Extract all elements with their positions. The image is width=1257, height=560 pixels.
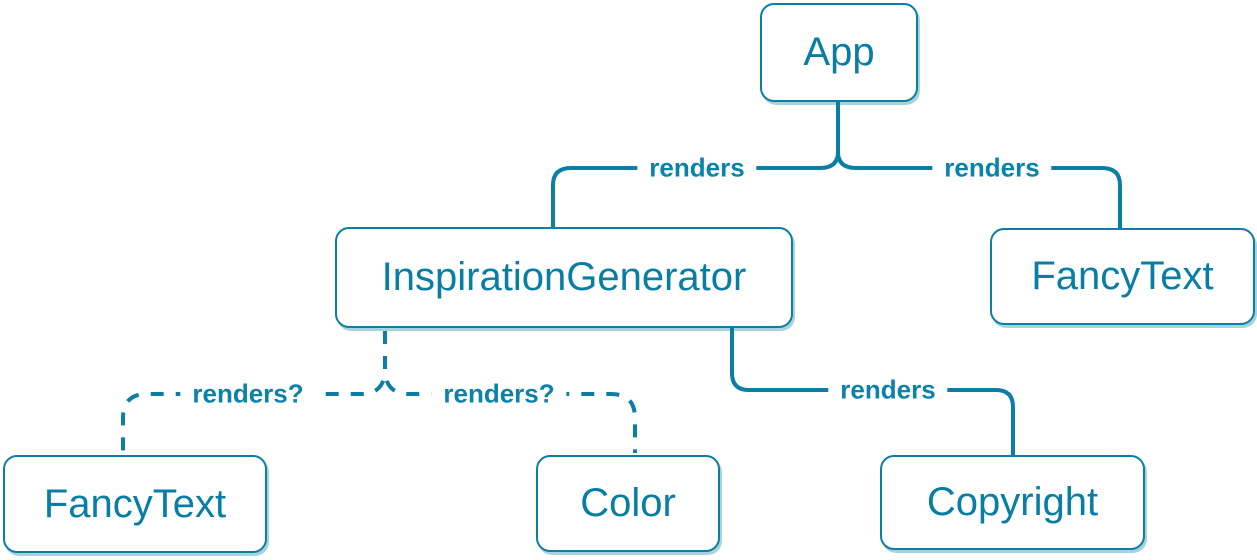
node-inspiration-generator: InspirationGenerator [335,227,793,328]
node-copyright: Copyright [880,455,1145,550]
edge-label-renders-question-fancytext: renders? [180,377,316,411]
edge-label-renders-inspirationgenerator: renders [637,151,757,185]
node-fancy-text-bottom: FancyText [3,455,267,553]
node-fancy-text-top: FancyText [990,228,1255,325]
edge-label-renders-copyright: renders [828,373,948,407]
edge-label-renders-fancytext: renders [932,151,1052,185]
node-app: App [760,3,918,102]
edge-label-renders-question-color: renders? [431,377,567,411]
node-color: Color [536,455,720,552]
